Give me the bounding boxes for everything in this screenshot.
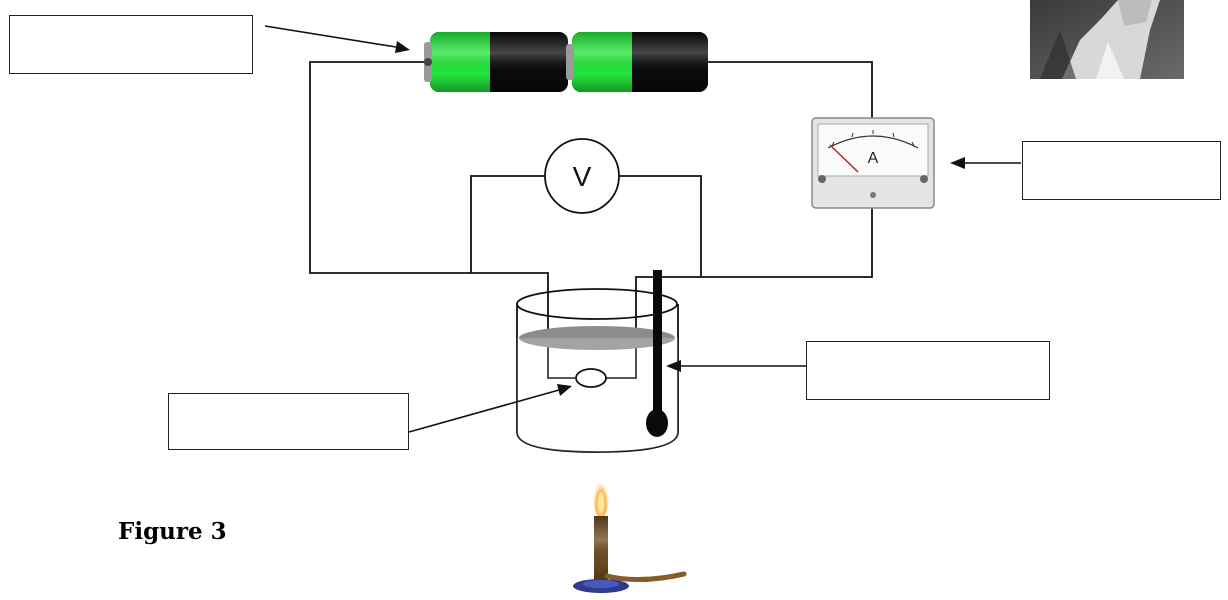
arrow-to-thermometer bbox=[666, 360, 806, 372]
voltmeter-symbol: V bbox=[573, 161, 592, 192]
label-box-battery[interactable] bbox=[9, 15, 253, 74]
wire-voltmeter-left bbox=[470, 175, 546, 273]
label-box-thermometer[interactable] bbox=[806, 341, 1050, 400]
arrow-to-resistor bbox=[408, 384, 572, 433]
beaker-icon bbox=[516, 288, 679, 453]
bunsen-burner-icon bbox=[573, 474, 687, 593]
thermometer-icon bbox=[646, 270, 668, 437]
circuit-wires bbox=[309, 61, 873, 379]
pointer-arrows bbox=[264, 25, 1021, 433]
wire-voltmeter-right bbox=[618, 175, 702, 277]
wire-ammeter-down bbox=[606, 208, 873, 379]
battery-icon bbox=[424, 32, 708, 92]
ammeter-needle bbox=[829, 144, 859, 173]
label-box-ammeter[interactable] bbox=[1022, 141, 1221, 200]
label-box-resistor[interactable] bbox=[168, 393, 409, 450]
battery-cell-1 bbox=[424, 32, 568, 92]
arrow-to-battery bbox=[264, 25, 410, 53]
resistor-icon bbox=[575, 368, 607, 388]
liquid-surface bbox=[519, 326, 675, 350]
battery-cell-2 bbox=[566, 32, 708, 92]
figure-caption: Figure 3 bbox=[118, 518, 227, 545]
wire-right-loop bbox=[707, 61, 873, 118]
ammeter-symbol: A bbox=[868, 150, 879, 167]
wire-left-loop bbox=[309, 61, 575, 379]
ammeter-icon: A bbox=[811, 117, 935, 209]
arrow-to-ammeter bbox=[950, 157, 1021, 169]
voltmeter-icon: V bbox=[544, 138, 620, 214]
portrait-icon bbox=[1030, 0, 1184, 79]
